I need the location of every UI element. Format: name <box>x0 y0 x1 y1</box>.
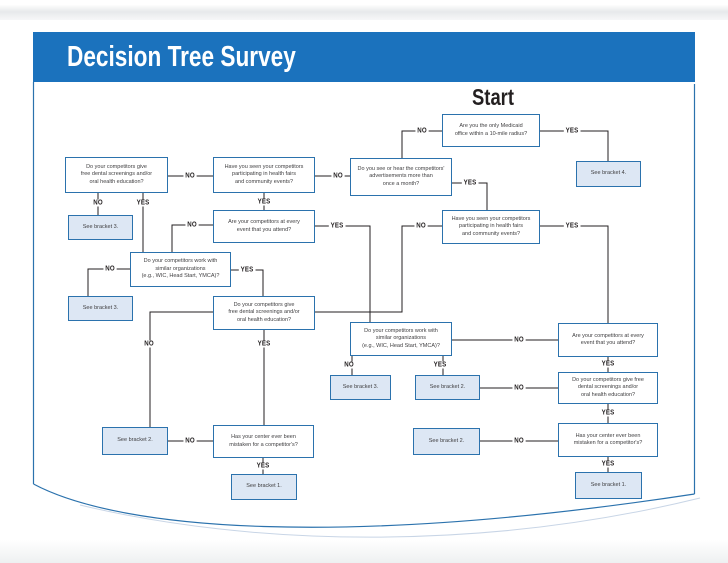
bracket-node-bracket-4: See bracket 4. <box>576 161 641 187</box>
question-node-similar-orgs-mid: Do your competitors work with similar or… <box>350 322 452 356</box>
bracket-node-bracket-2-2: See bracket 2. <box>102 427 168 455</box>
swoosh-curve-main <box>33 483 695 528</box>
top-shadow-band <box>0 5 728 20</box>
edge-label-mistaken-right-no: NO <box>512 437 526 445</box>
edge-label-dental-right-yes: YES <box>599 409 617 417</box>
edge-event-left-yes <box>315 225 371 322</box>
edge-label-dental-right-no: NO <box>512 384 526 392</box>
edge-fairs-right-no <box>315 225 442 313</box>
header-bar: Decision Tree Survey <box>33 32 695 82</box>
edge-ads-yes <box>452 182 488 210</box>
edge-label-mistaken-left-yes: YES <box>254 462 272 470</box>
edge-label-orgs-mid-yes: YES <box>431 361 449 369</box>
question-node-free-dental-left: Do your competitors give free dental scr… <box>65 157 168 193</box>
bracket-node-bracket-2-3: See bracket 2. <box>413 428 480 455</box>
question-node-similar-orgs-left: Do your competitors work with similar or… <box>130 252 231 287</box>
bracket-node-bracket-1-1: See bracket 1. <box>231 474 297 500</box>
question-node-every-event-right: Are your competitors at every event that… <box>558 323 658 357</box>
edge-label-orgs-left-no: NO <box>103 265 117 273</box>
bracket-node-bracket-3-3: See bracket 3. <box>330 375 391 400</box>
bracket-node-bracket-1-2: See bracket 1. <box>575 472 642 499</box>
question-node-mistaken-left: Has your center ever been mistaken for a… <box>213 425 314 458</box>
slide-title: Decision Tree Survey <box>67 41 296 73</box>
edge-orgs-left-no <box>87 268 130 296</box>
question-node-mistaken-right: Has your center ever been mistaken for a… <box>558 423 658 457</box>
question-node-every-event-left: Are your competitors at every event that… <box>213 210 315 243</box>
edge-label-dental-mid-yes: YES <box>255 340 273 348</box>
edge-label-event-left-no: NO <box>185 221 199 229</box>
question-node-free-dental-right: Do your competitors give free dental scr… <box>558 372 658 404</box>
edge-label-event-left-yes: YES <box>328 222 346 230</box>
edge-event-left-no <box>171 224 213 252</box>
edge-label-fairs-right-yes: YES <box>563 222 581 230</box>
edge-dental-mid-no <box>149 311 213 427</box>
swoosh-curve-faint <box>79 497 701 538</box>
edge-label-event-right-yes: YES <box>599 360 617 368</box>
bracket-node-bracket-3-1: See bracket 3. <box>68 215 133 240</box>
bracket-node-bracket-2-1: See bracket 2. <box>415 375 480 400</box>
question-node-health-fairs-right: Have you seen your competitors participa… <box>442 210 540 244</box>
edge-orgs-left-yes <box>231 269 264 296</box>
question-node-free-dental-mid: Do your competitors give free dental scr… <box>213 296 315 330</box>
edge-label-fairs-left-no: NO <box>183 172 197 180</box>
edge-label-ads-yes: YES <box>461 179 479 187</box>
edge-label-medicaid-yes: YES <box>563 127 581 135</box>
edge-label-fairs-left-yes: YES <box>255 198 273 206</box>
question-node-health-fairs-left: Have you seen your competitors participa… <box>213 157 315 193</box>
bottom-shadow-band <box>0 540 728 563</box>
edge-label-ads-no: NO <box>331 172 345 180</box>
edge-label-fairs-right-no: NO <box>414 222 428 230</box>
edge-label-dental-mid-no: NO <box>142 340 156 348</box>
edge-label-mistaken-left-no: NO <box>183 437 197 445</box>
start-label: Start <box>472 84 514 110</box>
edge-label-mistaken-right-yes: YES <box>599 460 617 468</box>
edge-label-medicaid-no: NO <box>415 127 429 135</box>
edge-label-dental-left-yes: YES <box>134 199 152 207</box>
edge-label-orgs-left-yes: YES <box>238 266 256 274</box>
edge-fairs-right-yes <box>540 225 609 323</box>
edge-label-orgs-mid-no: NO <box>342 361 356 369</box>
edge-medicaid-no <box>401 130 442 158</box>
edge-label-event-right-no: NO <box>512 336 526 344</box>
edge-medicaid-yes <box>540 130 609 161</box>
edge-label-dental-left-no: NO <box>91 199 105 207</box>
bracket-node-bracket-3-2: See bracket 3. <box>68 296 133 321</box>
question-node-competitor-ads: Do you see or hear the competitors' adve… <box>350 158 452 196</box>
question-node-medicaid-radius: Are you the only Medicaid office within … <box>442 114 540 147</box>
